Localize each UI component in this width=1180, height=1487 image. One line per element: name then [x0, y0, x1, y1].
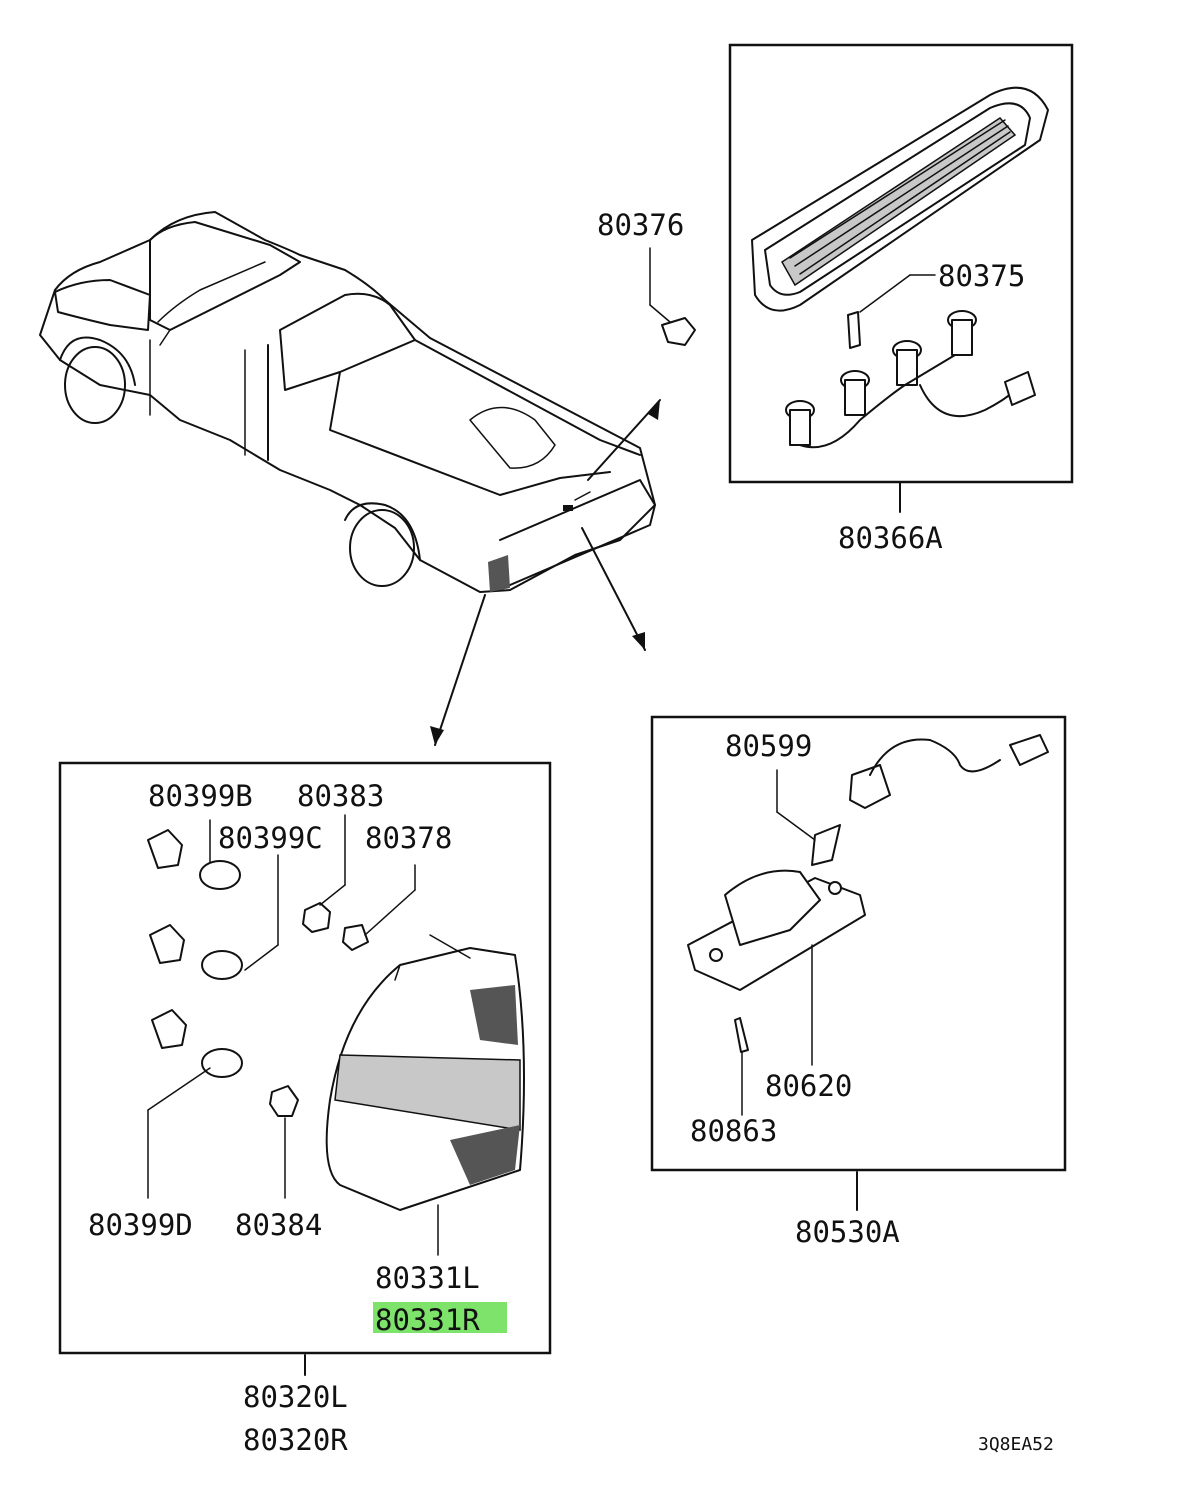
license-plate-lamp-box: [650, 715, 1067, 1172]
license-plate-lamp: [687, 734, 1049, 1116]
label-80399B: 80399B: [148, 779, 253, 813]
pickup-truck-illustration: [39, 211, 661, 746]
label-80331L: 80331L: [375, 1261, 480, 1295]
label-80383: 80383: [297, 779, 384, 813]
label-80376: 80376: [597, 208, 684, 242]
label-80320R: 80320R: [243, 1423, 348, 1457]
drawing-code: 3Q8EA52: [978, 1434, 1054, 1455]
tail-lamp-assembly: [147, 814, 525, 1256]
label-80331R: 80331R: [375, 1303, 480, 1337]
label-80620: 80620: [765, 1069, 852, 1103]
label-80399C: 80399C: [218, 821, 323, 855]
highlight-80331R: [373, 1302, 507, 1333]
label-80320L: 80320L: [243, 1380, 348, 1414]
label-80530A: 80530A: [795, 1215, 900, 1249]
label-80378: 80378: [365, 821, 452, 855]
label-80366A: 80366A: [838, 521, 943, 555]
label-80599: 80599: [725, 729, 812, 763]
high-mount-stop-lamp: [751, 86, 1049, 449]
clip-80376: [649, 247, 696, 346]
label-80384: 80384: [235, 1208, 322, 1242]
label-80863: 80863: [690, 1114, 777, 1148]
tail-lamp-box: [58, 761, 552, 1355]
label-80399D: 80399D: [88, 1208, 193, 1242]
label-80375: 80375: [938, 259, 1025, 293]
